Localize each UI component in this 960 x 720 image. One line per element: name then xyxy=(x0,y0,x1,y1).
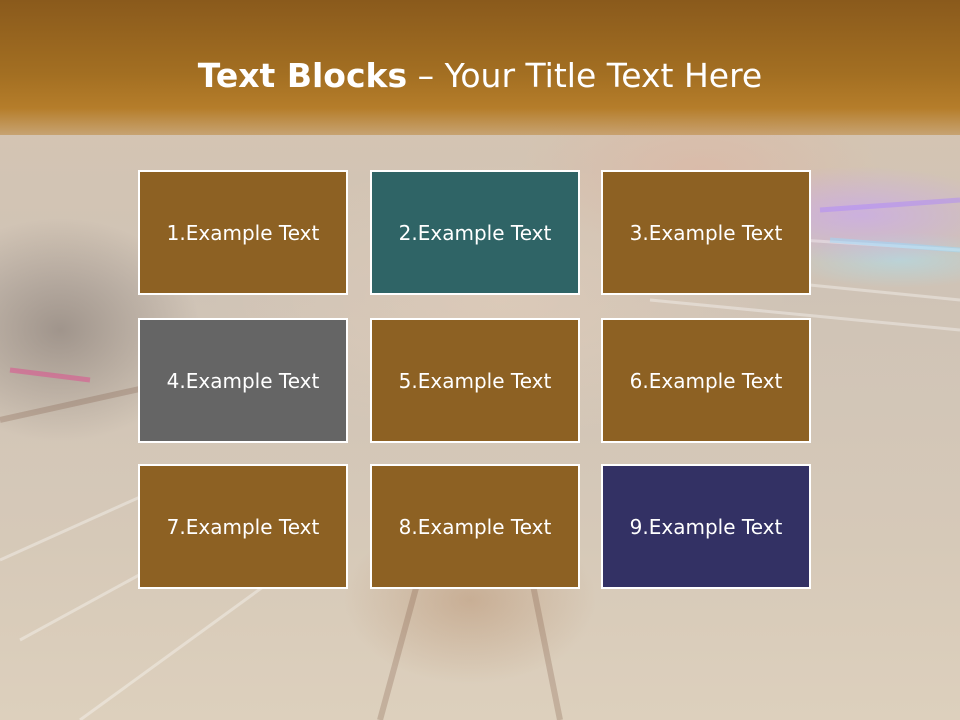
title-bar: Text Blocks – Your Title Text Here xyxy=(0,0,960,135)
text-block-3: 3.Example Text xyxy=(601,170,811,295)
text-block-label: 1.Example Text xyxy=(166,220,320,245)
slide-title: Text Blocks – Your Title Text Here xyxy=(0,54,960,98)
text-block-label: 4.Example Text xyxy=(166,368,320,393)
text-block-label: 6.Example Text xyxy=(629,368,783,393)
text-block-label: 2.Example Text xyxy=(398,220,552,245)
text-block-label: 8.Example Text xyxy=(398,514,552,539)
title-bold: Text Blocks xyxy=(197,56,408,95)
text-block-label: 7.Example Text xyxy=(166,514,320,539)
text-block-label: 5.Example Text xyxy=(398,368,552,393)
text-block-7: 7.Example Text xyxy=(138,464,348,589)
text-block-1: 1.Example Text xyxy=(138,170,348,295)
text-block-2: 2.Example Text xyxy=(370,170,580,295)
text-block-8: 8.Example Text xyxy=(370,464,580,589)
text-block-label: 3.Example Text xyxy=(629,220,783,245)
text-block-5: 5.Example Text xyxy=(370,318,580,443)
text-block-label: 9.Example Text xyxy=(629,514,783,539)
text-block-9: 9.Example Text xyxy=(601,464,811,589)
text-block-6: 6.Example Text xyxy=(601,318,811,443)
text-block-4: 4.Example Text xyxy=(138,318,348,443)
title-rest: – Your Title Text Here xyxy=(407,56,763,95)
